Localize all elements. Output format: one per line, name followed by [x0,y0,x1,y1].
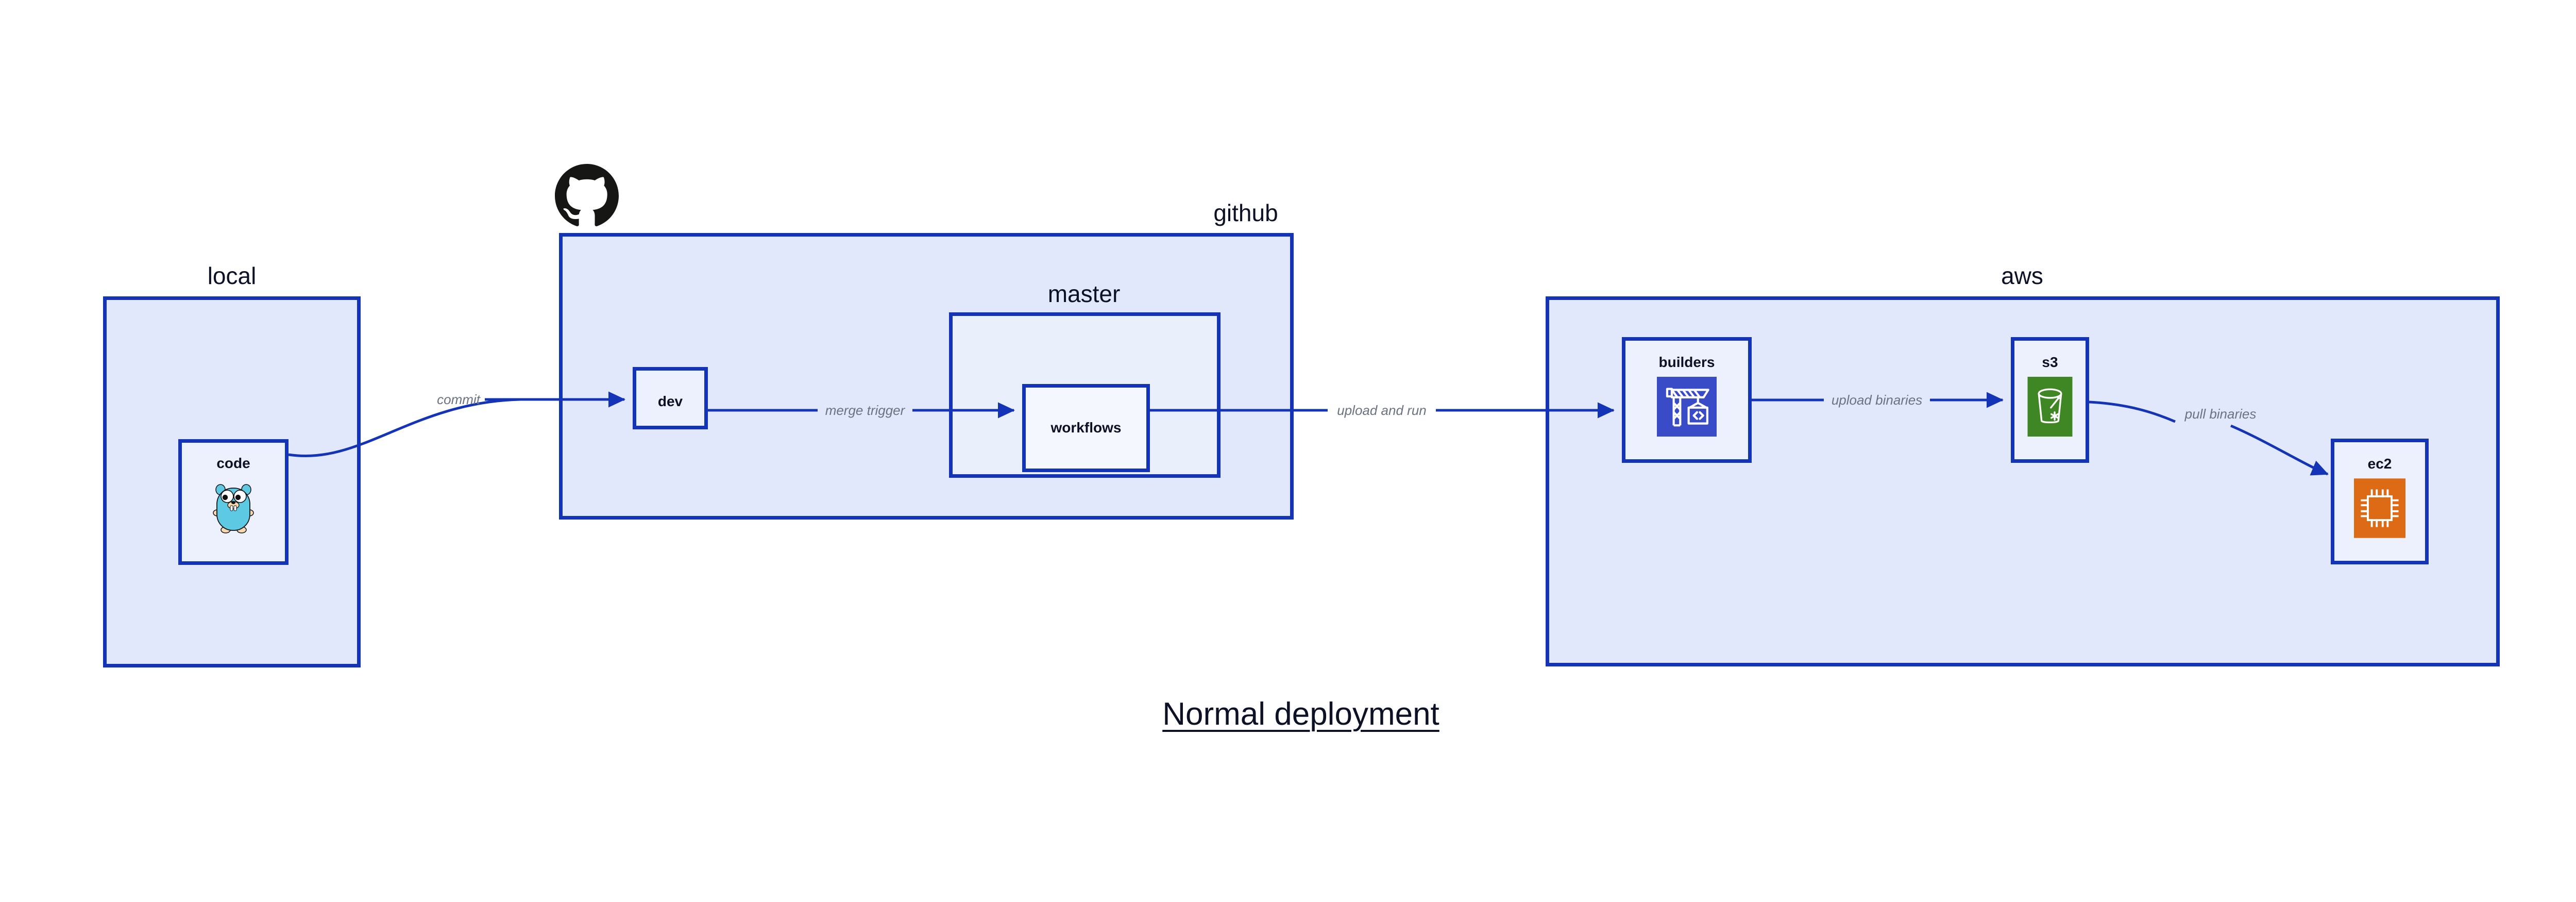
node-label-ec2: ec2 [2367,456,2392,472]
github-octocat-icon [555,164,619,230]
node-ec2[interactable]: ec2 [2331,439,2429,564]
node-code[interactable]: code [178,439,289,565]
pull-binaries-edge-label: pull binaries [2184,406,2257,422]
s3-bucket-icon [2027,377,2073,439]
node-label-dev: dev [657,393,683,409]
upload-and-run-edge-label: upload and run [1337,403,1427,418]
group-label-master: master [1047,280,1121,307]
node-label-code: code [216,455,250,471]
go-gopher-icon [213,477,254,537]
node-label-workflows: workflows [1050,420,1122,436]
merge-trigger-edge-label: merge trigger [825,403,905,418]
group-label-github: github [1213,199,1278,226]
node-dev[interactable]: dev [633,367,708,429]
group-label-local: local [207,262,257,289]
group-label-aws: aws [2001,262,2043,289]
node-s3[interactable]: s3 [2011,337,2089,463]
ec2-chip-icon [2354,478,2405,541]
upload-binaries-edge-label: upload binaries [1831,392,1923,408]
commit-edge-label: commit [437,392,480,407]
node-builders[interactable]: builders [1622,337,1752,463]
node-workflows[interactable]: workflows [1022,384,1150,472]
crane-code-icon [1657,377,1717,439]
node-label-builders: builders [1658,354,1715,370]
page-title: Normal deployment [1162,696,1439,732]
node-label-s3: s3 [2042,354,2058,370]
